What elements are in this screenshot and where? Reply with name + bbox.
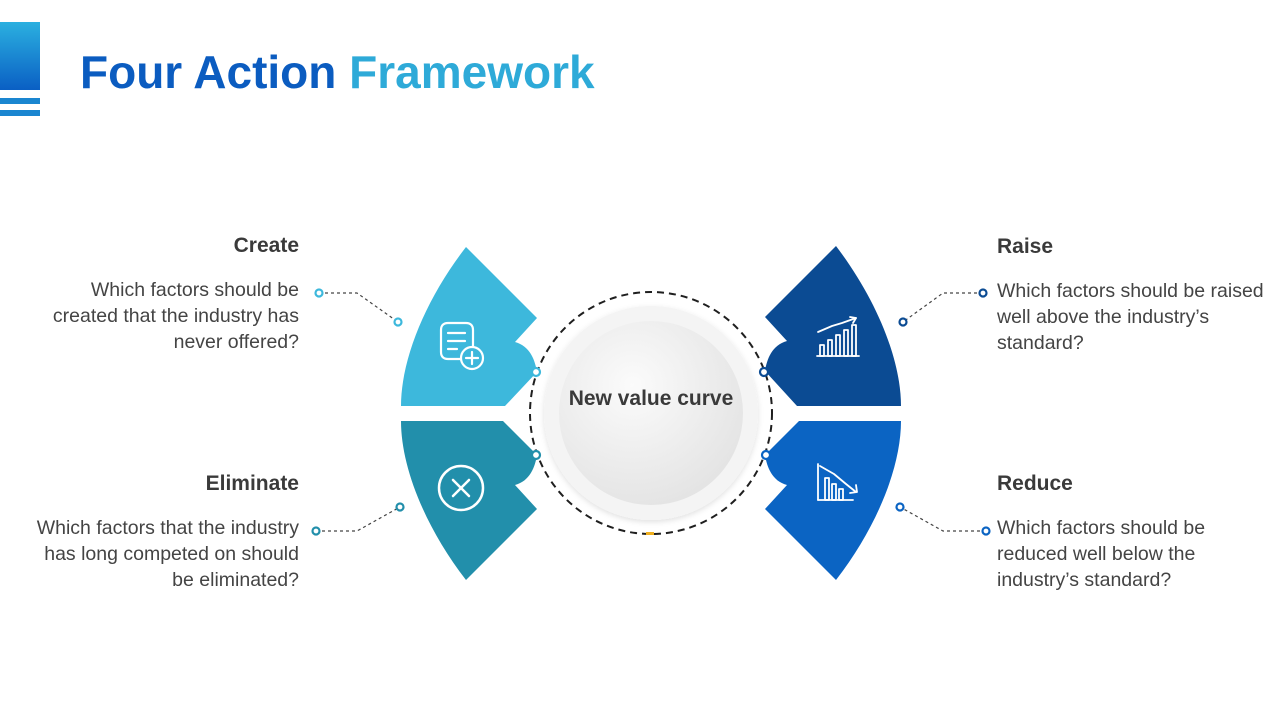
center-dashed-ring (529, 291, 773, 535)
create-segment (401, 247, 537, 406)
center-marker (646, 532, 654, 535)
title-part-2: Framework (349, 46, 595, 98)
eliminate-heading: Eliminate (205, 472, 299, 495)
eliminate-description: Which factors that the industry has long… (36, 517, 299, 591)
create-description: Which factors should be created that the… (52, 279, 299, 353)
create-ring-dot (530, 366, 542, 378)
chart-down-icon (817, 463, 858, 501)
eliminate-dot-outer (311, 526, 321, 536)
eliminate-dot-inner (395, 502, 405, 512)
page-title: Four Action Framework (80, 44, 595, 100)
reduce-dot-outer (981, 526, 991, 536)
center-inner-circle (559, 321, 743, 505)
accent-bar (0, 22, 40, 90)
reduce-description: Which factors should be reduced well bel… (997, 517, 1206, 591)
raise-connector (902, 292, 983, 323)
document-add-icon (439, 321, 485, 371)
raise-dot-inner (898, 317, 908, 327)
raise-ring-dot (758, 366, 770, 378)
create-connector (319, 292, 399, 323)
create-heading: Create (233, 234, 299, 257)
raise-heading: Raise (997, 235, 1054, 258)
eliminate-segment (401, 421, 537, 580)
chart-up-icon (816, 316, 860, 357)
reduce-ring-dot (760, 449, 772, 461)
accent-line-bottom (0, 110, 40, 116)
raise-dot-outer (978, 288, 988, 298)
raise-description: Which factors should be raised well abov… (997, 280, 1264, 354)
center-label: New value curve (568, 387, 734, 410)
reduce-connector (899, 506, 986, 532)
reduce-heading: Reduce (997, 472, 1073, 495)
title-part-1: Four Action (80, 46, 337, 98)
create-dot-inner (393, 317, 403, 327)
reduce-dot-inner (895, 502, 905, 512)
create-dot-outer (314, 288, 324, 298)
eliminate-ring-dot (530, 449, 542, 461)
eliminate-connector (316, 506, 401, 532)
accent-line-top (0, 98, 40, 104)
close-circle-icon (437, 464, 485, 512)
